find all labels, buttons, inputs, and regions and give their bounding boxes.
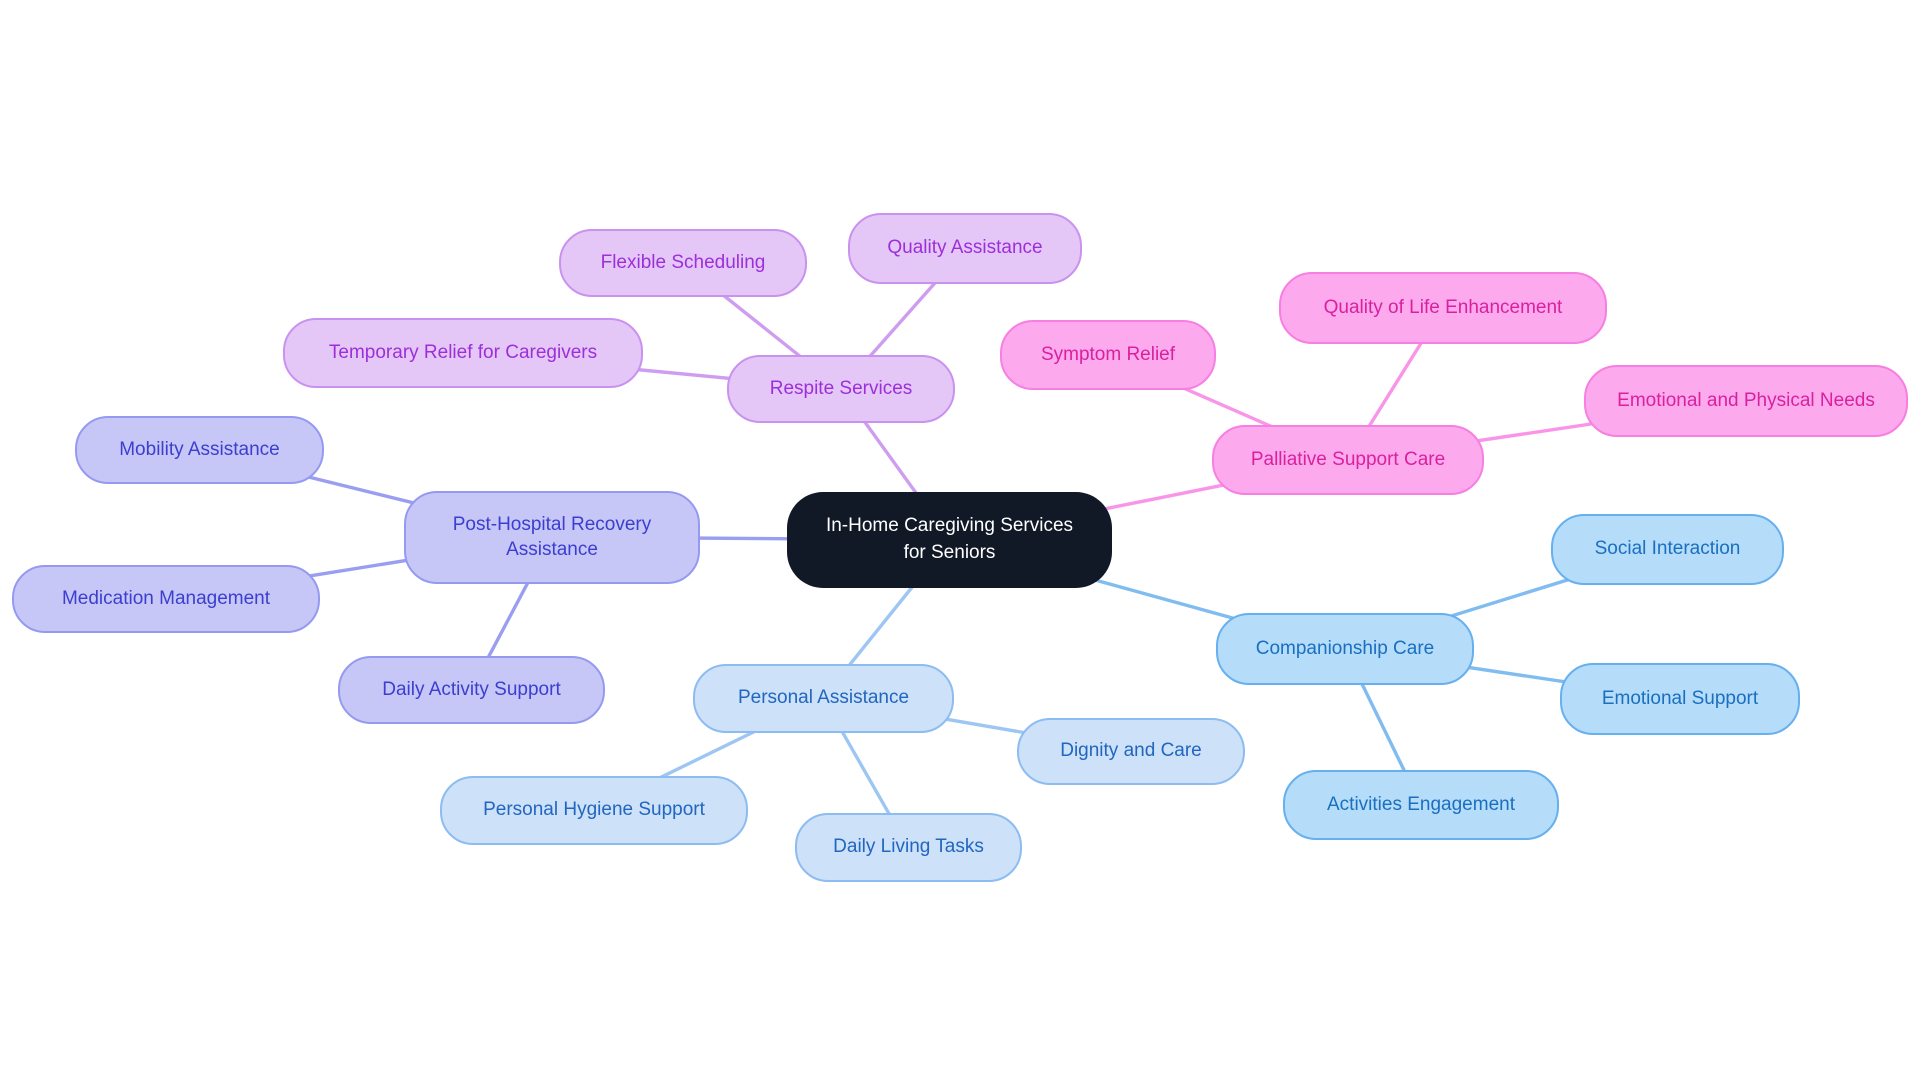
node-in-home-caregiving-services[interactable]: In-Home Caregiving Services for Seniors bbox=[787, 492, 1112, 588]
node-personal-assistance[interactable]: Personal Assistance bbox=[693, 664, 954, 733]
node-social-interaction[interactable]: Social Interaction bbox=[1551, 514, 1784, 585]
node-palliative-support-care[interactable]: Palliative Support Care bbox=[1212, 425, 1484, 495]
node-daily-activity-support[interactable]: Daily Activity Support bbox=[338, 656, 605, 724]
node-medication-management[interactable]: Medication Management bbox=[12, 565, 320, 633]
node-mobility-assistance[interactable]: Mobility Assistance bbox=[75, 416, 324, 484]
node-activities-engagement[interactable]: Activities Engagement bbox=[1283, 770, 1559, 840]
node-personal-hygiene-support[interactable]: Personal Hygiene Support bbox=[440, 776, 748, 845]
node-post-hospital-recovery-assistance[interactable]: Post-Hospital Recovery Assistance bbox=[404, 491, 700, 584]
node-respite-services[interactable]: Respite Services bbox=[727, 355, 955, 423]
node-quality-of-life-enhancement[interactable]: Quality of Life Enhancement bbox=[1279, 272, 1607, 344]
node-emotional-and-physical-needs[interactable]: Emotional and Physical Needs bbox=[1584, 365, 1908, 437]
node-companionship-care[interactable]: Companionship Care bbox=[1216, 613, 1474, 685]
node-symptom-relief[interactable]: Symptom Relief bbox=[1000, 320, 1216, 390]
node-temporary-relief-for-caregivers[interactable]: Temporary Relief for Caregivers bbox=[283, 318, 643, 388]
node-flexible-scheduling[interactable]: Flexible Scheduling bbox=[559, 229, 807, 297]
node-dignity-and-care[interactable]: Dignity and Care bbox=[1017, 718, 1245, 785]
node-daily-living-tasks[interactable]: Daily Living Tasks bbox=[795, 813, 1022, 882]
node-quality-assistance[interactable]: Quality Assistance bbox=[848, 213, 1082, 284]
node-emotional-support[interactable]: Emotional Support bbox=[1560, 663, 1800, 735]
